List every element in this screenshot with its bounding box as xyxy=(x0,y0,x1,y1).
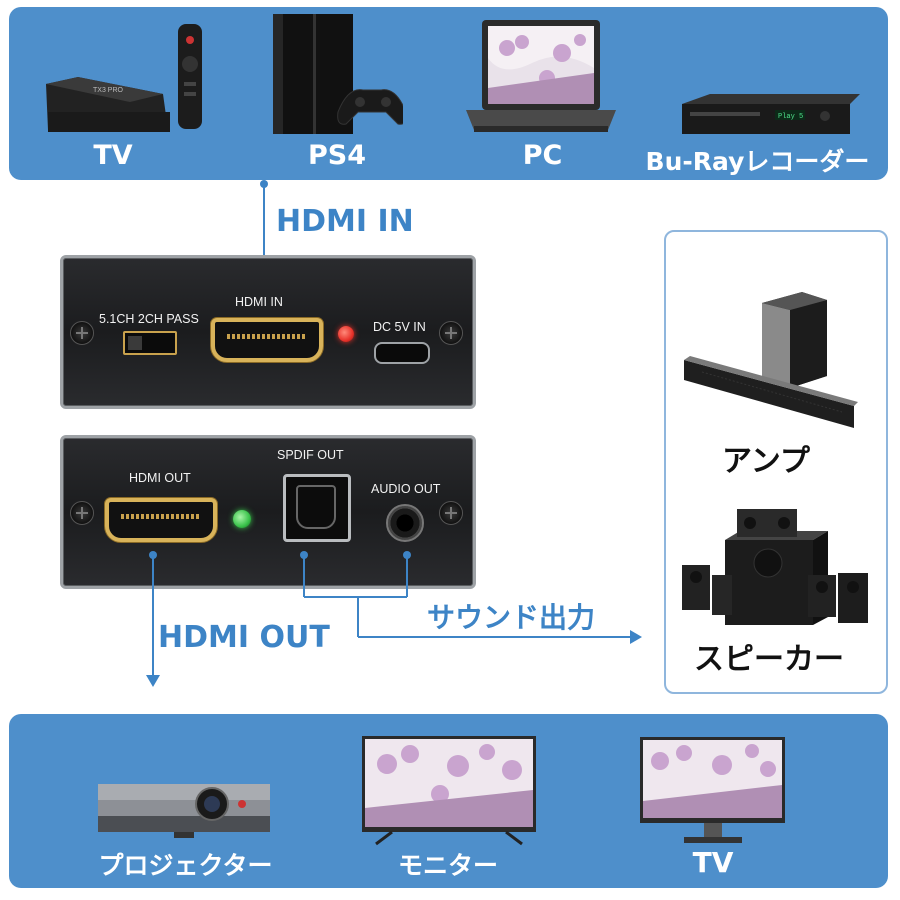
mode-switch-label: 5.1CH 2CH PASS xyxy=(99,312,199,326)
dc-in-label: DC 5V IN xyxy=(373,320,426,334)
speaker-system-icon xyxy=(680,505,870,630)
monitor-icon xyxy=(362,736,536,846)
source-label-ps4: PS4 xyxy=(307,140,367,171)
tv-icon xyxy=(640,737,785,845)
bluray-recorder-icon: Play 5 xyxy=(680,92,862,137)
mode-switch[interactable] xyxy=(123,331,177,355)
screw-icon xyxy=(439,501,463,525)
screw-icon xyxy=(439,321,463,345)
game-console-icon xyxy=(268,12,407,137)
hdmi-in-port[interactable] xyxy=(211,318,323,362)
dest-label-projector: プロジェクター xyxy=(98,851,273,880)
source-label-bluray: Bu-Rayレコーダー xyxy=(645,147,870,176)
audio-out-label: AUDIO OUT xyxy=(371,482,441,496)
status-led xyxy=(233,510,251,528)
laptop-icon xyxy=(462,18,620,136)
screw-icon xyxy=(70,501,94,525)
hdmi-out-port-label: HDMI OUT xyxy=(129,471,191,485)
hdmi-in-label: HDMI IN xyxy=(276,204,414,239)
dest-label-monitor: モニター xyxy=(397,851,498,880)
dest-label-tv: TV xyxy=(692,846,734,879)
device-input-face: 5.1CH 2CH PASS HDMI IN DC 5V IN xyxy=(60,255,476,409)
speaker-label: スピーカー xyxy=(694,642,844,677)
screw-icon xyxy=(70,321,94,345)
power-led xyxy=(338,326,354,342)
projector-icon xyxy=(96,780,274,840)
svg-text:TX3 PRO: TX3 PRO xyxy=(93,87,124,94)
audio-out-jack[interactable] xyxy=(386,504,424,542)
spdif-label: SPDIF OUT xyxy=(277,448,344,462)
sound-output-label: サウンド出力 xyxy=(427,601,596,634)
source-label-tv: TV xyxy=(93,140,133,171)
tv-box-icon: TX3 PRO xyxy=(38,22,218,137)
hdmi-in-port-label: HDMI IN xyxy=(235,295,283,309)
source-label-pc: PC xyxy=(522,140,563,171)
output-connectors xyxy=(146,551,642,687)
svg-text:Play 5: Play 5 xyxy=(778,113,803,121)
amp-label: アンプ xyxy=(722,444,810,479)
spdif-port[interactable] xyxy=(283,474,351,542)
soundbar-amp-icon xyxy=(682,288,862,433)
hdmi-out-port[interactable] xyxy=(105,498,217,542)
dc-in-port[interactable] xyxy=(374,342,430,364)
hdmi-out-label: HDMI OUT xyxy=(158,620,330,655)
